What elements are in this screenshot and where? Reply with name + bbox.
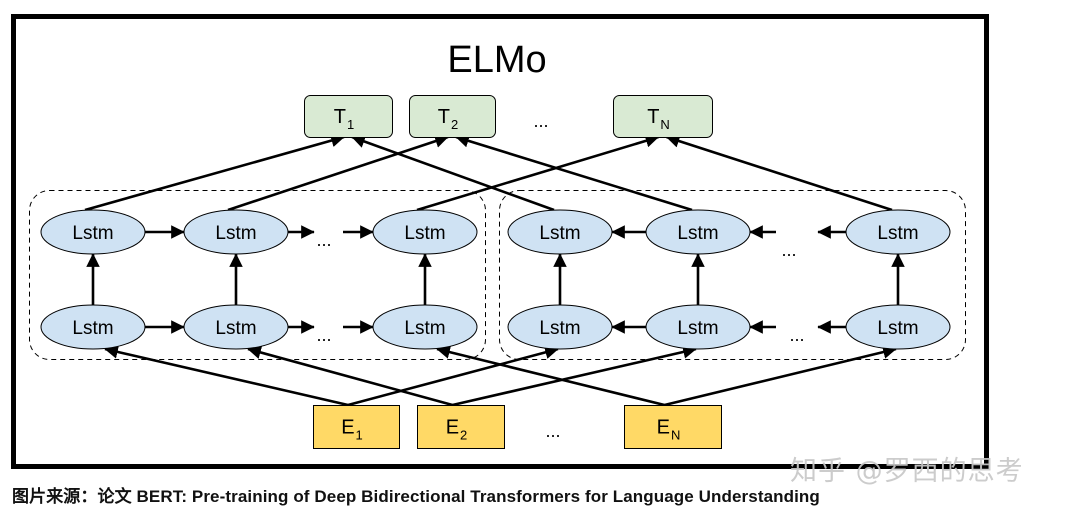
forward-chain-ellipsis: ...	[316, 230, 331, 250]
backward-lstm-group	[499, 190, 966, 360]
edge-embedding-to-forward-lstm	[247, 345, 453, 407]
backward-chain-ellipsis: ...	[789, 325, 804, 345]
embedding-E1: E1	[313, 405, 400, 449]
lstm-cell-shape	[40, 304, 146, 350]
lstm-cell-shape	[507, 209, 613, 255]
lstm-cell-label: Lstm	[72, 318, 113, 339]
edge-backward-lstm-to-output	[665, 134, 893, 212]
edge-embedding-to-backward-lstm	[452, 345, 697, 407]
diagram-title: ELMo	[447, 39, 546, 81]
embedding-EN: EN	[624, 405, 722, 449]
lstm-cell-label: Lstm	[677, 223, 718, 244]
lstm-cell-label: Lstm	[215, 318, 256, 339]
edge-embedding-to-forward-lstm	[436, 345, 665, 407]
backward-lstm-layer1-cell1: Lstm	[645, 304, 751, 350]
outputs-ellipsis: ...	[533, 111, 548, 131]
figure-caption: 图片来源：论文 BERT: Pre-training of Deep Bidir…	[12, 487, 820, 506]
lstm-cell-label: Lstm	[677, 318, 718, 339]
forward-chain-ellipsis: ...	[316, 325, 331, 345]
lstm-cell-shape	[845, 209, 951, 255]
edge-forward-lstm-to-output	[416, 134, 660, 212]
edge-backward-lstm-to-output	[455, 134, 693, 212]
embedding-box	[417, 405, 505, 449]
lstm-cell-label: Lstm	[404, 223, 445, 244]
lstm-cell-shape	[372, 209, 478, 255]
edge-embedding-to-backward-lstm	[347, 345, 559, 407]
lstm-cell-shape	[372, 304, 478, 350]
lstm-cell-label: Lstm	[877, 318, 918, 339]
output-box	[409, 95, 496, 138]
embedding-box	[624, 405, 722, 449]
forward-lstm-layer1-cell0: Lstm	[40, 304, 146, 350]
backward-chain-ellipsis: ...	[781, 240, 796, 260]
lstm-cell-label: Lstm	[539, 223, 580, 244]
forward-lstm-layer2-cell1: Lstm	[183, 209, 289, 255]
forward-lstm-layer1-cell1: Lstm	[183, 304, 289, 350]
lstm-cell-label: Lstm	[215, 223, 256, 244]
embedding-E2: E2	[417, 405, 505, 449]
lstm-cell-label: Lstm	[404, 318, 445, 339]
forward-lstm-group	[29, 190, 486, 360]
forward-lstm-layer2-cell0: Lstm	[40, 209, 146, 255]
backward-lstm-layer2-cell2: Lstm	[845, 209, 951, 255]
edge-forward-lstm-to-output	[84, 133, 345, 212]
backward-lstm-layer2-cell1: Lstm	[645, 209, 751, 255]
edge-embedding-to-backward-lstm	[664, 345, 897, 407]
lstm-cell-shape	[40, 209, 146, 255]
edge-forward-lstm-to-output	[227, 134, 449, 212]
lstm-cell-label: Lstm	[877, 223, 918, 244]
lstm-cell-shape	[645, 209, 751, 255]
output-token-T1: T1	[304, 95, 393, 138]
lstm-cell-shape	[183, 209, 289, 255]
forward-lstm-layer2-cell2: Lstm	[372, 209, 478, 255]
lstm-cell-shape	[845, 304, 951, 350]
lstm-cell-shape	[507, 304, 613, 350]
embedding-box	[313, 405, 400, 449]
output-box	[304, 95, 393, 138]
watermark: 知乎 @罗西的思考	[790, 456, 1024, 487]
backward-lstm-layer2-cell0: Lstm	[507, 209, 613, 255]
backward-lstm-layer1-cell2: Lstm	[845, 304, 951, 350]
lstm-cell-label: Lstm	[72, 223, 113, 244]
backward-lstm-layer1-cell0: Lstm	[507, 304, 613, 350]
forward-lstm-layer1-cell2: Lstm	[372, 304, 478, 350]
edge-embedding-to-forward-lstm	[104, 345, 349, 407]
lstm-cell-shape	[183, 304, 289, 350]
output-token-T2: T2	[409, 95, 496, 138]
embeddings-ellipsis: ...	[545, 421, 560, 441]
lstm-cell-label: Lstm	[539, 318, 580, 339]
output-box	[613, 95, 713, 138]
connections-layer	[84, 133, 905, 407]
output-token-TN: TN	[613, 95, 713, 138]
lstm-cell-shape	[645, 304, 751, 350]
edge-backward-lstm-to-output	[351, 135, 555, 212]
